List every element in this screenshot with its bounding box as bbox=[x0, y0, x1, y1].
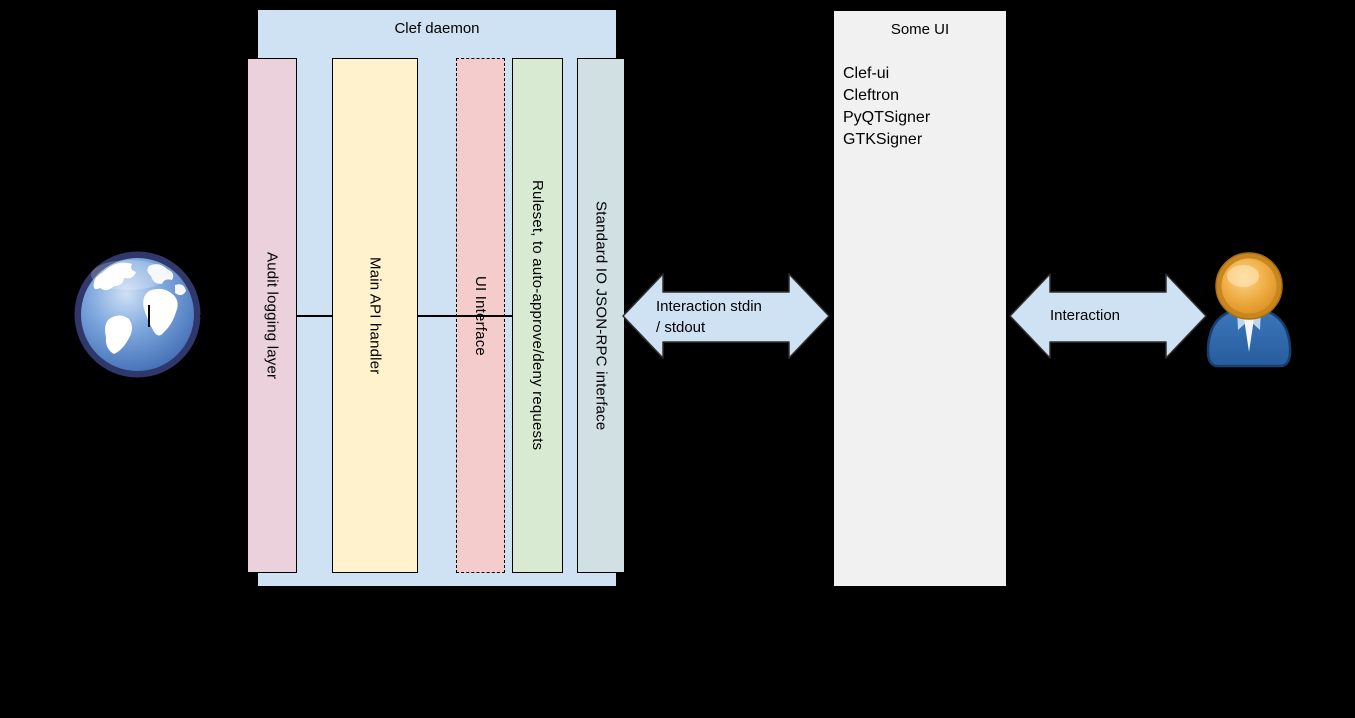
some-ui-item-clef-ui: Clef-ui bbox=[843, 65, 890, 82]
person-icon bbox=[1206, 252, 1292, 368]
clef-daemon-title: Clef daemon bbox=[394, 20, 480, 37]
some-ui-item-gtksigner: GTKSigner bbox=[843, 131, 923, 148]
some-ui-title: Some UI bbox=[890, 21, 950, 38]
layer-stdio-jsonrpc-label: Standard IO JSON-RPC interface bbox=[592, 200, 610, 431]
arrow-stdin-stdout-label-line2: / stdout bbox=[656, 319, 706, 336]
some-ui-item-pyqtsigner: PyQTSigner bbox=[843, 109, 931, 126]
connector-audit-to-mainapi bbox=[297, 315, 332, 317]
layer-main-api-handler-label: Main API handler bbox=[366, 256, 384, 375]
some-ui-item-cleftron: Cleftron bbox=[843, 87, 900, 104]
layer-stdio-jsonrpc: Standard IO JSON-RPC interface bbox=[577, 58, 625, 573]
some-ui-list: Clef-ui Cleftron PyQTSigner GTKSigner bbox=[843, 63, 1003, 151]
connector-globe-to-audit bbox=[200, 315, 247, 317]
layer-audit-logging: Audit logging layer bbox=[247, 58, 297, 573]
globe-connector-anchor bbox=[148, 305, 150, 327]
globe-icon bbox=[74, 251, 201, 378]
arrow-interaction-label: Interaction bbox=[1049, 307, 1121, 324]
layer-ruleset-label: Ruleset, to auto-approve/deny requests bbox=[529, 180, 546, 451]
clef-daemon-container bbox=[257, 9, 617, 587]
some-ui-box bbox=[833, 10, 1007, 587]
arrow-stdin-stdout bbox=[622, 273, 830, 359]
layer-audit-logging-label: Audit logging layer bbox=[263, 251, 281, 380]
connector-mainapi-to-ruleset bbox=[418, 315, 513, 317]
arrow-stdin-stdout-label-line1: Interaction stdin bbox=[656, 298, 762, 315]
arrow-interaction bbox=[1009, 273, 1207, 359]
layer-ruleset: Ruleset, to auto-approve/deny requests bbox=[512, 58, 563, 573]
layer-main-api-handler: Main API handler bbox=[332, 58, 418, 573]
arrow-stdin-stdout-label: Interaction stdin / stdout bbox=[656, 296, 762, 338]
